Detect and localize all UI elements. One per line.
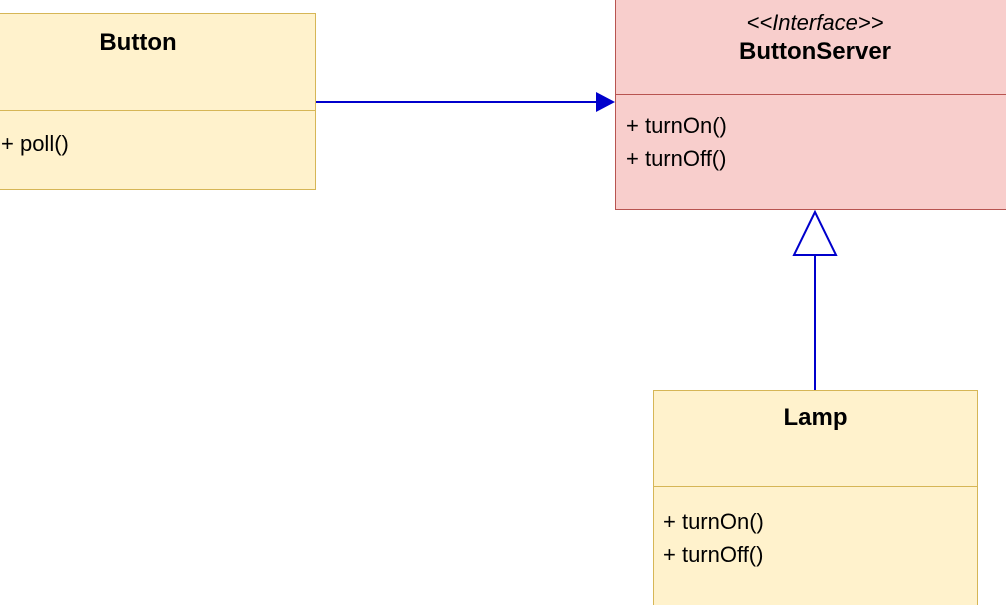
interface-buttonserver-members: + turnOn() + turnOff() <box>616 95 1006 175</box>
class-button-header: Button <box>0 14 315 111</box>
class-button-name: Button <box>99 29 177 56</box>
member-turnon: + turnOn() <box>626 113 727 138</box>
realization-arrowhead <box>792 209 838 256</box>
member-turnoff: + turnOff() <box>626 146 727 171</box>
member-turnon: + turnOn() <box>663 509 764 534</box>
interface-stereotype: <<Interface>> <box>746 10 884 35</box>
member-turnoff: + turnOff() <box>663 542 764 567</box>
class-button-members: + poll() <box>0 111 315 160</box>
member-poll: + poll() <box>1 131 69 156</box>
association-arrowhead <box>596 92 615 112</box>
class-lamp[interactable]: Lamp + turnOn() + turnOff() <box>653 390 978 605</box>
interface-buttonserver[interactable]: <<Interface>> ButtonServer + turnOn() + … <box>615 0 1006 210</box>
class-lamp-name: Lamp <box>783 404 848 431</box>
interface-buttonserver-header: <<Interface>> ButtonServer <box>616 0 1006 95</box>
class-button[interactable]: Button + poll() <box>0 13 316 190</box>
class-lamp-header: Lamp <box>654 391 977 487</box>
interface-buttonserver-name: ButtonServer <box>738 38 892 65</box>
class-lamp-members: + turnOn() + turnOff() <box>654 487 977 571</box>
